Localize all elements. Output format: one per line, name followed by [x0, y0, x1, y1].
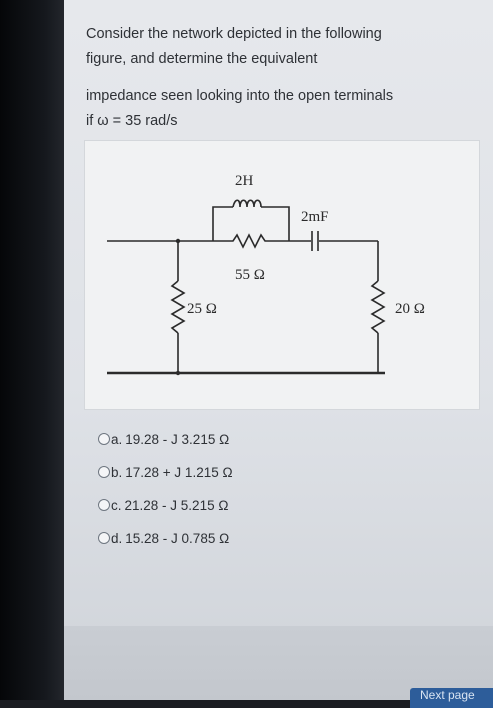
radio-d-icon[interactable] — [98, 532, 110, 544]
option-b-label: 17.28 + J 1.215 Ω — [125, 464, 233, 480]
junction-top-dot — [175, 238, 181, 244]
radio-a-icon[interactable] — [98, 433, 110, 445]
option-a-label: 19.28 - J 3.215 Ω — [125, 431, 230, 447]
option-b-prefix: b. — [111, 464, 123, 480]
question-text-part2: impedance seen looking into the open ter… — [86, 84, 476, 134]
bottom-area — [64, 626, 493, 700]
option-d-label: 15.28 - J 0.785 Ω — [125, 530, 230, 546]
next-page-button[interactable]: Next page — [410, 688, 493, 708]
option-c-label: 21.28 - J 5.215 Ω — [124, 497, 229, 513]
question-line-3: impedance seen looking into the open ter… — [86, 88, 394, 104]
resistor-55-label: 55 Ω — [235, 267, 265, 283]
option-a[interactable]: a. 19.28 - J 3.215 Ω — [98, 428, 229, 450]
wire-inductor-left — [212, 206, 233, 241]
option-d-prefix: d. — [111, 530, 123, 546]
resistor-55-icon — [213, 233, 289, 249]
inductor-label: 2H — [235, 173, 254, 189]
resistor-25-label: 25 Ω — [187, 301, 217, 317]
resistor-20-icon — [370, 280, 386, 334]
question-line-1: Consider the network depicted in the fol… — [86, 26, 382, 42]
question-text-part1: Consider the network depicted in the fol… — [86, 22, 476, 72]
option-c-prefix: c. — [111, 497, 122, 513]
option-c[interactable]: c. 21.28 - J 5.215 Ω — [98, 494, 228, 516]
circuit-diagram: 2H 2mF 55 Ω 25 Ω 20 Ω — [107, 173, 425, 376]
option-a-prefix: a. — [111, 431, 123, 447]
question-line-2: figure, and determine the equivalent — [86, 51, 318, 67]
radio-c-icon[interactable] — [98, 499, 110, 511]
capacitor-label: 2mF — [301, 209, 329, 225]
resistor-25-icon — [170, 280, 186, 334]
circuit-figure: 2H 2mF 55 Ω 25 Ω 20 Ω — [84, 140, 480, 410]
option-b[interactable]: b. 17.28 + J 1.215 Ω — [98, 461, 233, 483]
device-bezel — [0, 0, 64, 700]
wire-inductor-right — [261, 206, 290, 241]
inductor-icon — [232, 199, 262, 208]
junction-bottom-dot — [175, 370, 181, 376]
resistor-20-label: 20 Ω — [395, 301, 425, 317]
option-d[interactable]: d. 15.28 - J 0.785 Ω — [98, 527, 229, 549]
question-line-4: if ω = 35 rad/s — [86, 113, 178, 129]
radio-b-icon[interactable] — [98, 466, 110, 478]
